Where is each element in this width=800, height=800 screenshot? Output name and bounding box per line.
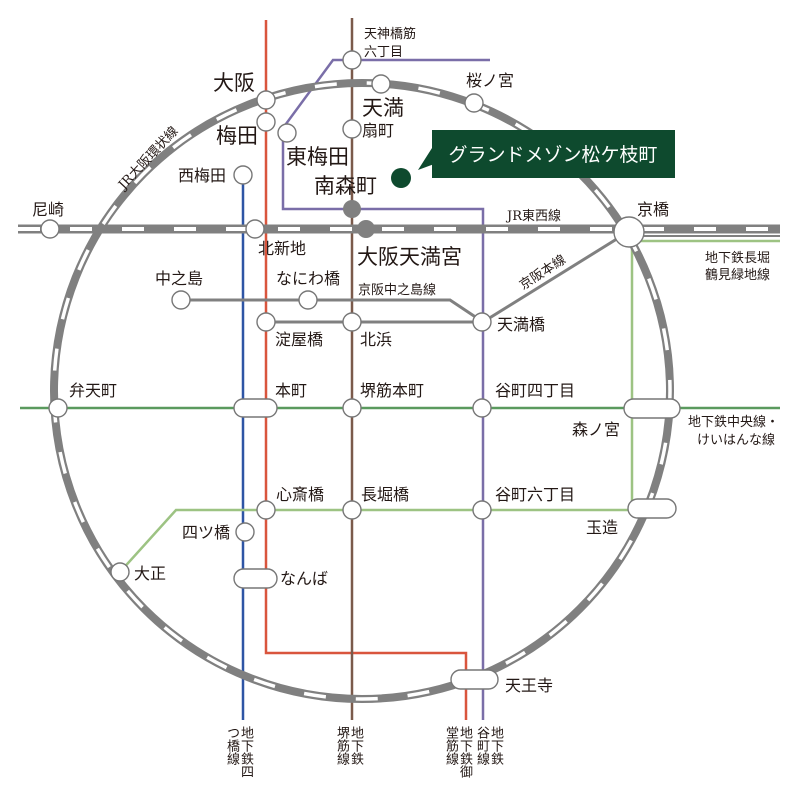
station-kitahama[interactable]: [342, 312, 362, 332]
station-tenjinbashi[interactable]: [342, 50, 362, 70]
label-tenjinbashi-2: 六丁目: [364, 45, 403, 60]
label-nagahori-2: 鶴見緑地線: [705, 267, 770, 283]
label-kyobashi: 京橋: [637, 200, 669, 219]
label-sakaisuji-line: 地下鉄堺筋線: [334, 726, 363, 774]
label-bentencho: 弁天町: [69, 381, 117, 400]
label-naniwabashi: なにわ橋: [276, 269, 340, 288]
label-osakatenmangu: 大阪天満宮: [357, 245, 462, 269]
station-yodoyabashi[interactable]: [256, 312, 276, 332]
label-tanimachi4: 谷町四丁目: [495, 381, 575, 400]
label-hommachi: 本町: [275, 381, 307, 400]
label-jr-tozai: JR東西線: [505, 208, 561, 224]
label-nagahoribashi: 長堀橋: [361, 485, 409, 504]
label-tenma: 天満: [362, 96, 404, 120]
label-tanimachi-line-text: 地下鉄谷町線: [474, 726, 503, 765]
label-yotsubashi-line-text: 地下鉄四つ橋線: [224, 726, 253, 778]
station-sakaisujihommachi[interactable]: [342, 398, 362, 418]
station-morinomiya[interactable]: [623, 398, 681, 419]
station-tenma[interactable]: [371, 74, 391, 94]
station-tennoji[interactable]: [450, 669, 499, 690]
station-labels: 天神橋筋 六丁目 大阪 梅田 東梅田 南森町 大阪天満宮 天満 扇町 桜ノ宮 西…: [32, 26, 669, 695]
label-nakanoshima: 中之島: [155, 269, 203, 288]
station-nakanoshima[interactable]: [171, 290, 191, 310]
jr-loop-dash: [52, 81, 672, 701]
label-nagahori-1: 地下鉄長堀: [705, 251, 770, 266]
label-temmabashi: 天満橋: [497, 315, 545, 334]
label-yodoyabashi: 淀屋橋: [275, 330, 323, 349]
label-kitashinchi: 北新地: [258, 239, 306, 258]
station-amagasaki[interactable]: [40, 219, 60, 239]
label-midosuji-line: 地下鉄御堂筋線: [443, 726, 472, 790]
station-nishiumeda[interactable]: [233, 165, 253, 185]
label-taisho: 大正: [134, 564, 166, 583]
label-nishiumeda: 西梅田: [178, 166, 226, 185]
label-tennoji: 天王寺: [505, 676, 553, 695]
label-tanimachi-line: 地下鉄谷町線: [474, 726, 503, 774]
label-sakuranomiya: 桜ノ宮: [466, 71, 514, 90]
callout-label: グランドメゾン松ケ枝町: [448, 144, 657, 166]
station-shinsaibashi[interactable]: [256, 500, 276, 520]
label-ogimachi: 扇町: [362, 121, 394, 140]
callout-tail: [418, 148, 445, 170]
label-yotsubashi-line: 地下鉄四つ橋線: [224, 726, 253, 788]
label-keihan-nakanoshima: 京阪中之島線: [358, 282, 436, 298]
station-tanimachi6[interactable]: [472, 500, 492, 520]
station-umeda[interactable]: [256, 112, 276, 132]
station-kyobashi[interactable]: [613, 216, 645, 248]
keihan-nakanoshima-line: [181, 298, 484, 324]
label-tenjinbashi-1: 天神橋筋: [364, 26, 416, 42]
label-yotsubashi: 四ツ橋: [182, 523, 230, 542]
station-sakuranomiya[interactable]: [464, 93, 484, 113]
label-chuo-2: けいはんな線: [697, 432, 775, 448]
label-sakaisujihommachi: 堺筋本町: [360, 381, 424, 400]
label-shinsaibashi: 心斎橋: [276, 485, 324, 504]
station-namba[interactable]: [233, 568, 278, 589]
station-naniwabashi[interactable]: [298, 290, 318, 310]
property-marker[interactable]: [391, 168, 411, 188]
label-tamatsukuri: 玉造: [586, 518, 618, 537]
label-higashiumeda: 東梅田: [286, 145, 349, 169]
label-tanimachi6: 谷町六丁目: [495, 485, 575, 504]
label-morinomiya: 森ノ宮: [572, 420, 620, 439]
station-osakatenmangu[interactable]: [357, 220, 375, 238]
label-osaka: 大阪: [213, 71, 255, 95]
station-kitashinchi[interactable]: [245, 219, 265, 239]
label-midosuji-line-text: 地下鉄御堂筋線: [443, 726, 472, 778]
station-higashiumeda[interactable]: [277, 123, 297, 143]
label-umeda: 梅田: [216, 124, 258, 148]
label-amagasaki: 尼崎: [32, 200, 64, 219]
station-taisho[interactable]: [110, 562, 130, 582]
station-yotsubashi[interactable]: [235, 522, 255, 542]
station-osaka[interactable]: [256, 90, 276, 110]
label-kitahama: 北浜: [360, 330, 392, 349]
station-tanimachi4[interactable]: [472, 398, 492, 418]
stations: [40, 50, 681, 690]
station-tamatsukuri[interactable]: [627, 498, 677, 519]
station-bentencho[interactable]: [48, 398, 68, 418]
label-jr-loop: JR大阪環状線: [114, 123, 182, 194]
label-sakaisuji-line-text: 地下鉄堺筋線: [334, 726, 363, 765]
lines: [18, 18, 780, 720]
station-minamimorimachi[interactable]: [343, 200, 361, 218]
label-chuo-1: 地下鉄中央線・: [688, 414, 779, 430]
station-nagahoribashi[interactable]: [342, 500, 362, 520]
label-minamimorimachi: 南森町: [314, 174, 377, 198]
station-temmabashi[interactable]: [472, 312, 492, 332]
station-ogimachi[interactable]: [342, 119, 362, 139]
callout-box[interactable]: [432, 130, 675, 178]
label-namba: なんば: [280, 569, 328, 588]
station-hommachi[interactable]: [233, 398, 278, 418]
